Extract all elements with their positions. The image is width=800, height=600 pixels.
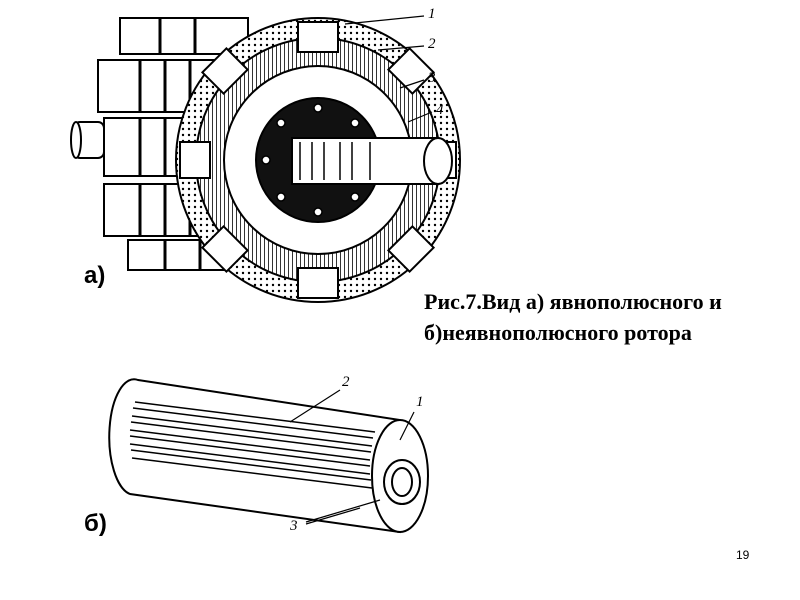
- leader-lines-b: [289, 389, 415, 525]
- figure-caption: Рис.7.Вид а) явнополюсного и б)неявнопол…: [424, 286, 796, 348]
- callout-b-3: 3: [290, 518, 298, 534]
- cylinder-body: [108, 378, 429, 534]
- callout-a-4: 4: [436, 102, 444, 118]
- leader-lines-a: [344, 15, 433, 123]
- caption-line-1: Рис.7.Вид а) явнополюсного и: [424, 289, 722, 314]
- rotor-slots: [129, 401, 376, 489]
- figure-label-b: б): [84, 510, 107, 537]
- shaft-end-b: [383, 459, 421, 505]
- rotor-shaft: [291, 137, 453, 185]
- shaft-stub-left: [70, 121, 105, 159]
- callout-a-1: 1: [428, 6, 436, 22]
- figure-label-a: а): [84, 262, 106, 289]
- caption-line-2: б)неявнополюсного ротора: [424, 320, 692, 345]
- callout-a-3: 3: [428, 70, 436, 86]
- callout-b-1: 1: [416, 394, 424, 410]
- callout-a-2: 2: [428, 36, 436, 52]
- callout-b-2: 2: [342, 374, 350, 390]
- page-number: 19: [736, 548, 750, 562]
